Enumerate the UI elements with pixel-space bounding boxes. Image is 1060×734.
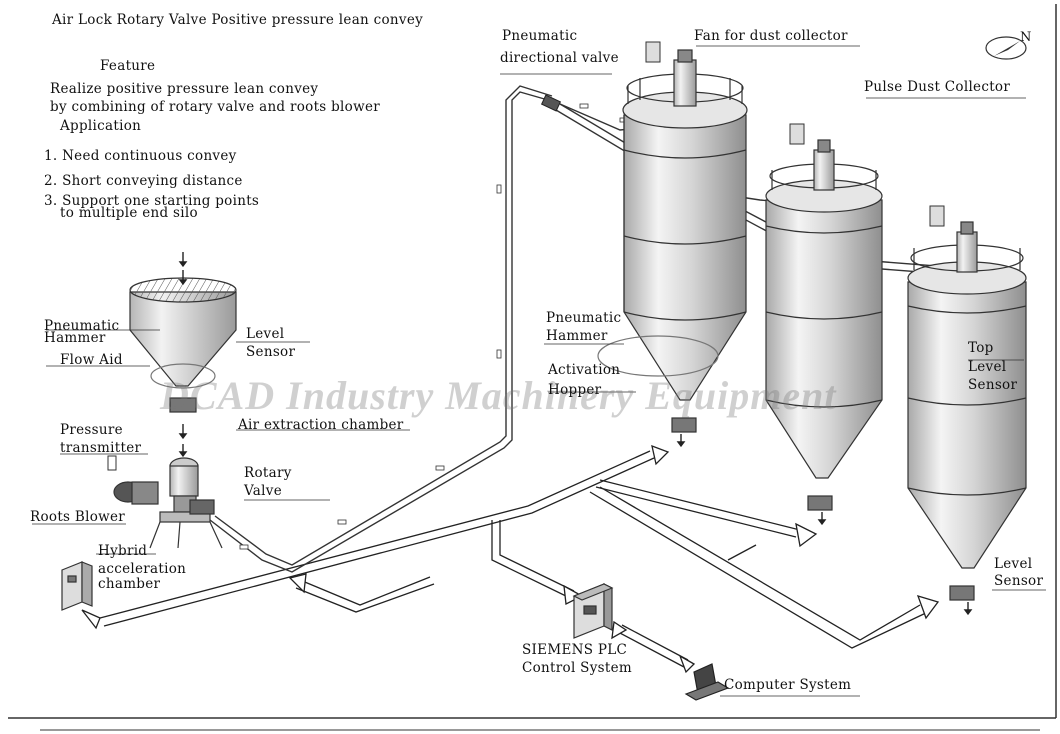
label-hybrid-1: Hybrid <box>98 543 148 559</box>
label-level-sensor-right-1: Level <box>994 556 1033 572</box>
label-plc-1: SIEMENS PLC <box>522 642 628 658</box>
computer-icon <box>684 663 730 701</box>
label-computer-system: Computer System <box>724 677 852 693</box>
label-pressure-transmitter-2: transmitter <box>60 440 142 456</box>
label-pressure-transmitter-1: Pressure <box>60 422 123 438</box>
application-heading: Application <box>60 118 142 134</box>
label-pneumatic-hammer-left-1: Pneumatic <box>44 318 120 334</box>
feature-line-2: by combining of rotary valve and roots b… <box>50 99 381 115</box>
label-air-extraction-chamber: Air extraction chamber <box>238 417 404 433</box>
leader-lines <box>32 45 1046 697</box>
label-hybrid-3: chamber <box>98 576 161 592</box>
silo-2 <box>765 139 883 511</box>
local-control-cabinet-icon <box>61 561 93 611</box>
label-top-level-sensor-3: Sensor <box>968 377 1018 393</box>
label-plc-2: Control System <box>522 660 632 676</box>
application-item-2: 2. Short conveying distance <box>44 173 243 189</box>
label-activation-hopper-1: Activation <box>548 362 621 378</box>
label-rotary-valve-1: Rotary <box>244 465 292 481</box>
application-item-1: 1. Need continuous convey <box>44 148 237 164</box>
label-roots-blower: Roots Blower <box>30 509 126 525</box>
label-directional-valve-2: directional valve <box>500 50 619 66</box>
label-pneumatic-hammer-silo-1: Pneumatic <box>546 310 622 326</box>
watermark: DCAD Industry Machinery Equipment <box>160 373 837 418</box>
feature-line-1: Realize positive pressure lean convey <box>50 81 319 97</box>
feature-heading: Feature <box>100 58 156 74</box>
label-level-sensor-right-2: Sensor <box>994 573 1044 589</box>
label-activation-hopper-2: Hopper <box>548 382 602 398</box>
control-signal-lines <box>81 444 940 674</box>
label-fan-dust-collector: Fan for dust collector <box>694 28 848 44</box>
label-rotary-valve-2: Valve <box>244 483 282 499</box>
compass-north-letter: N <box>1020 30 1032 45</box>
rotary-valve-assembly <box>113 457 223 549</box>
application-item-3: 3. Support one starting points <box>44 193 260 209</box>
label-pulse-dust-collector: Pulse Dust Collector <box>864 79 1011 95</box>
label-level-sensor-left-2: Sensor <box>246 344 296 360</box>
feed-arrow-icon <box>178 252 973 616</box>
application-item-3-cont: to multiple end silo <box>60 205 198 221</box>
plc-cabinet-icon <box>572 583 614 639</box>
silo-3 <box>907 221 1027 601</box>
diagram-title: Air Lock Rotary Valve Positive pressure … <box>52 12 424 28</box>
label-level-sensor-left-1: Level <box>246 326 285 342</box>
label-pneumatic-hammer-silo-2: Hammer <box>546 328 608 344</box>
flow-arrow-marks <box>239 103 859 550</box>
label-top-level-sensor-2: Level <box>968 359 1007 375</box>
frame <box>8 4 1057 731</box>
label-hybrid-2: acceleration <box>98 561 187 577</box>
label-flow-aid: Flow Aid <box>60 352 123 368</box>
control-box-icon <box>645 41 945 227</box>
pressure-transmitter-icon <box>107 455 117 471</box>
silo-1 <box>597 49 748 433</box>
compass-icon <box>985 36 1027 60</box>
label-pneumatic-hammer-left-2: Hammer <box>44 330 106 346</box>
label-directional-valve-1: Pneumatic <box>502 28 578 44</box>
label-top-level-sensor-1: Top <box>968 340 994 356</box>
